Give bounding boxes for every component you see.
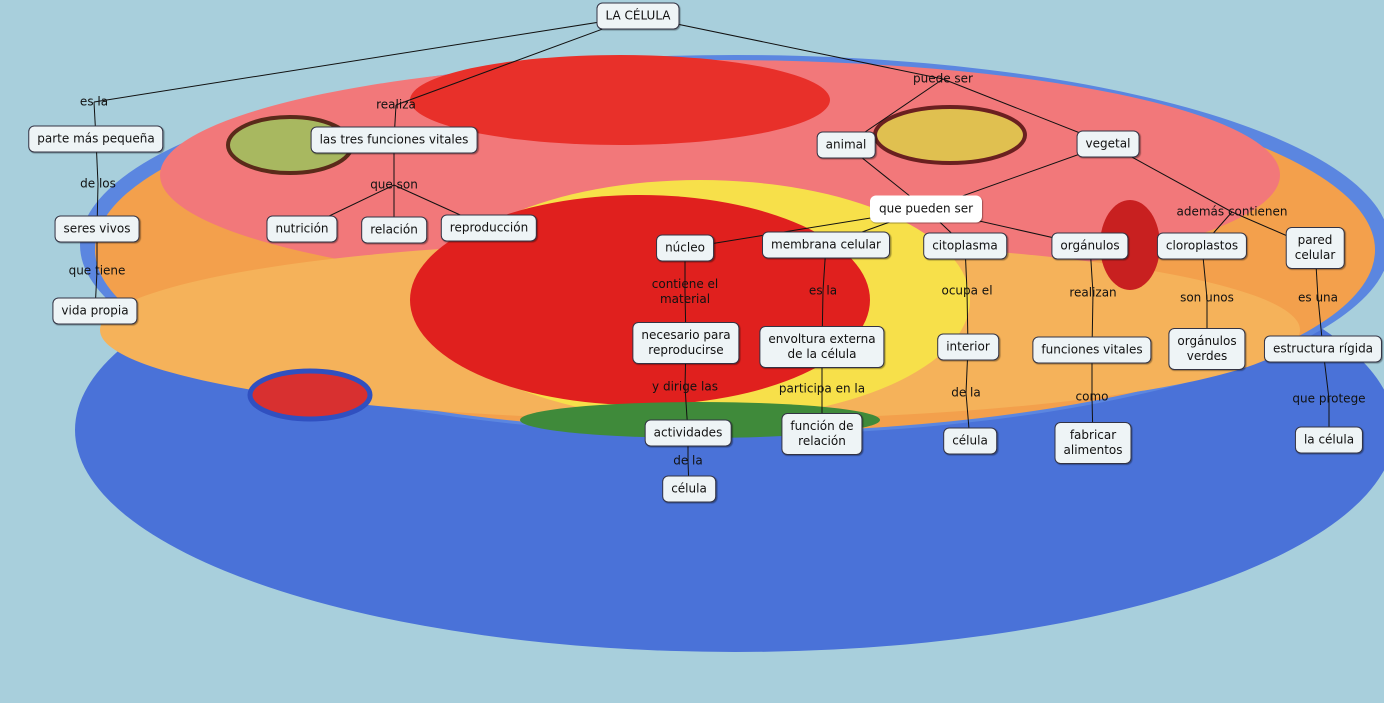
link-phrase-dela: de la	[951, 385, 981, 400]
link-phrase-puedeser: puede ser	[913, 71, 973, 86]
link-phrase-queson: que son	[370, 177, 418, 192]
link-phrase-ocupa: ocupa el	[941, 283, 993, 298]
concept-nucleo[interactable]: núcleo	[656, 234, 714, 262]
concept-necesario[interactable]: necesario para reproducirse	[632, 322, 740, 364]
concept-organulos[interactable]: orgánulos	[1051, 232, 1129, 260]
link-phrase-quetiene: que tiene	[68, 263, 126, 278]
concept-pueden[interactable]: que pueden ser	[869, 195, 983, 223]
concept-celula[interactable]: LA CÉLULA	[596, 2, 680, 30]
concept-seres[interactable]: seres vivos	[54, 215, 140, 243]
link-phrase-protege: que protege	[1292, 391, 1366, 406]
concept-relacion[interactable]: relación	[361, 216, 427, 244]
concept-celula3[interactable]: célula	[662, 475, 716, 503]
concept-envoltura[interactable]: envoltura externa de la célula	[759, 326, 885, 368]
concept-vida[interactable]: vida propia	[52, 297, 138, 325]
concept-lacelula[interactable]: la célula	[1294, 426, 1364, 454]
endoplasmic-reticulum	[410, 55, 830, 145]
link-phrase-como: como	[1075, 389, 1109, 404]
connector-line	[395, 15, 639, 106]
concept-parte[interactable]: parte más pequeña	[28, 125, 164, 153]
link-phrase-participa: participa en la	[778, 381, 866, 396]
nucleus	[410, 195, 870, 405]
concept-animal[interactable]: animal	[816, 131, 876, 159]
concept-reproduccion[interactable]: reproducción	[440, 214, 538, 242]
connector-line	[93, 15, 639, 103]
concept-membrana[interactable]: membrana celular	[762, 231, 890, 259]
link-phrase-realiza: realiza	[376, 97, 416, 112]
vacuole	[247, 368, 373, 422]
concept-funciones[interactable]: funciones vitales	[1032, 336, 1152, 364]
concept-rigida[interactable]: estructura rígida	[1263, 335, 1383, 363]
concept-verdes[interactable]: orgánulos verdes	[1168, 328, 1246, 370]
concept-tres[interactable]: las tres funciones vitales	[310, 126, 478, 154]
concept-vegetal[interactable]: vegetal	[1076, 130, 1140, 158]
link-phrase-dirige: y dirige las	[652, 379, 718, 394]
link-phrase-esla2: es la	[808, 283, 838, 298]
link-phrase-sonunos: son unos	[1180, 290, 1234, 305]
link-phrase-esuna: es una	[1297, 290, 1339, 305]
link-phrase-contiene: contiene el material	[651, 277, 719, 306]
concept-celula2[interactable]: célula	[943, 427, 997, 455]
concept-pared[interactable]: pared celular	[1285, 227, 1345, 269]
concept-nutricion[interactable]: nutrición	[266, 215, 338, 243]
concept-interior[interactable]: interior	[937, 333, 999, 361]
link-phrase-realizan: realizan	[1069, 285, 1117, 300]
concept-funcrel[interactable]: función de relación	[781, 413, 863, 455]
link-phrase-delos: de los	[80, 176, 116, 191]
link-phrase-ademas: además contienen	[1176, 204, 1288, 219]
concept-citoplasma[interactable]: citoplasma	[923, 232, 1007, 260]
concept-cloroplastos[interactable]: cloroplastos	[1156, 232, 1248, 260]
chloroplast	[1100, 200, 1160, 290]
link-phrase-dela2: de la	[673, 453, 703, 468]
concept-fabricar[interactable]: fabricar alimentos	[1054, 422, 1132, 464]
connector-line	[637, 15, 944, 80]
concept-actividades[interactable]: actividades	[644, 419, 732, 447]
link-phrase-esla: es la	[79, 94, 109, 109]
